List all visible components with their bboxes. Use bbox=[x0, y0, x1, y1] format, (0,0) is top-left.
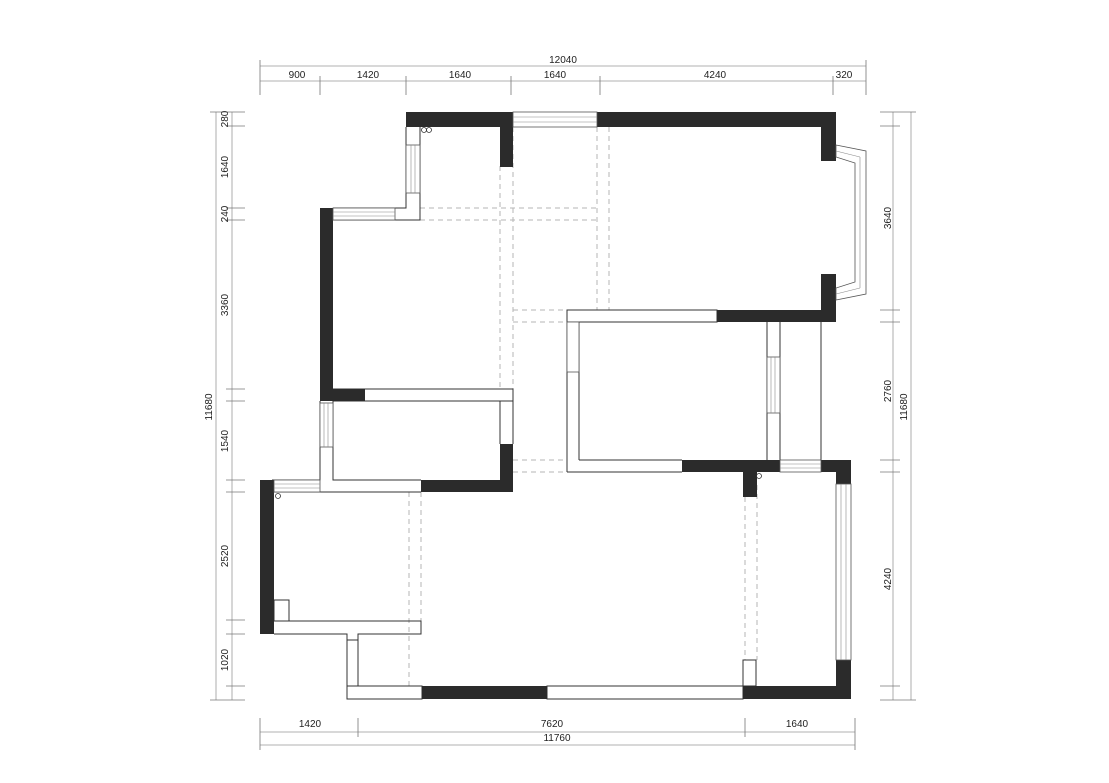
window bbox=[566, 321, 580, 373]
window bbox=[405, 144, 421, 194]
left-segment-label: 240 bbox=[220, 205, 231, 222]
bottom-dimensions: 1420 7620 1640 11760 bbox=[259, 718, 856, 750]
top-segment-label: 1640 bbox=[449, 70, 472, 81]
left-segment-label: 3360 bbox=[220, 293, 231, 316]
left-segment-label: 280 bbox=[220, 110, 231, 127]
window bbox=[766, 356, 781, 414]
bottom-segment-label: 7620 bbox=[541, 719, 564, 730]
pipe-icon bbox=[275, 493, 281, 499]
top-total-label: 12040 bbox=[549, 55, 577, 66]
bottom-total-label: 11760 bbox=[543, 733, 571, 744]
pipe-icon bbox=[426, 127, 432, 133]
right-segment-label: 4240 bbox=[883, 567, 894, 590]
left-segment-label: 1640 bbox=[220, 155, 231, 178]
window bbox=[512, 111, 598, 128]
top-segment-label: 900 bbox=[289, 70, 306, 81]
bottom-segment-label: 1640 bbox=[786, 719, 809, 730]
window bbox=[273, 479, 321, 493]
pipe-symbols bbox=[275, 127, 762, 499]
left-total-label: 11680 bbox=[204, 393, 215, 421]
right-total-label: 11680 bbox=[899, 393, 910, 421]
left-segment-label: 1020 bbox=[220, 648, 231, 671]
bay-window bbox=[835, 144, 867, 301]
top-segment-label: 4240 bbox=[704, 70, 727, 81]
top-segment-label: 320 bbox=[836, 70, 853, 81]
bottom-segment-label: 1420 bbox=[299, 719, 322, 730]
window bbox=[319, 402, 334, 448]
right-segment-label: 3640 bbox=[883, 206, 894, 229]
room-divisions bbox=[408, 127, 758, 686]
windows bbox=[273, 111, 867, 661]
left-dimensions: 11680 280 1640 240 3360 1540 2520 1020 bbox=[204, 110, 245, 701]
top-segment-label: 1640 bbox=[544, 70, 567, 81]
left-segment-label: 1540 bbox=[220, 429, 231, 452]
window bbox=[332, 207, 396, 221]
top-segment-label: 1420 bbox=[357, 70, 380, 81]
window bbox=[835, 483, 852, 661]
left-segment-label: 2520 bbox=[220, 544, 231, 567]
structural-walls bbox=[260, 112, 851, 699]
window bbox=[779, 459, 822, 473]
pipe-icon bbox=[421, 127, 427, 133]
right-dimensions: 3640 2760 11680 4240 bbox=[880, 111, 916, 701]
pipe-icon bbox=[756, 473, 762, 479]
right-segment-label: 2760 bbox=[883, 379, 894, 402]
top-dimensions: 12040 900 1420 1640 1640 4240 320 bbox=[259, 55, 867, 95]
